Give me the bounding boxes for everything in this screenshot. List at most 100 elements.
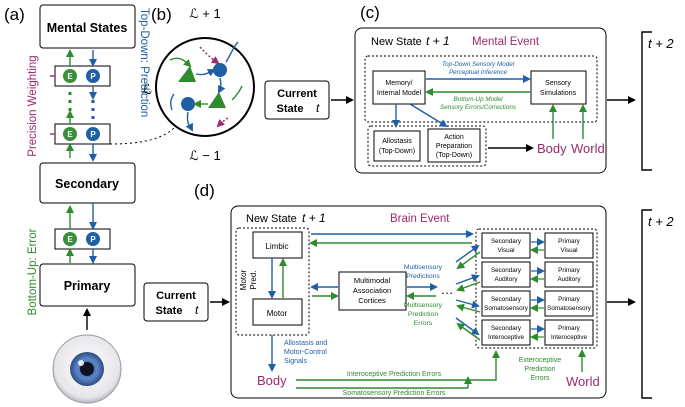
node-e-1 xyxy=(63,69,77,83)
c-topdown-label-1: Top-Down Sensory Model xyxy=(442,61,515,68)
sensory-label-2: Simulations xyxy=(540,90,577,97)
mm-label-1: Multimodal xyxy=(354,276,391,285)
primary-box-auditory xyxy=(544,261,594,288)
somato-err-label: Somatosensory Prediction Errors xyxy=(343,390,446,397)
d-new-state-t: t + 1 xyxy=(302,211,326,225)
primary-label: Primary xyxy=(558,325,581,332)
c-current-label-1: Current xyxy=(277,88,317,100)
action-label-2: Preparation xyxy=(436,143,472,150)
secondary-label: Secondary xyxy=(491,267,522,274)
memory-label-1: Memory/ xyxy=(385,80,412,87)
mental-states-box xyxy=(39,4,136,49)
motor-box xyxy=(252,298,303,326)
c-next-label: t + 2 xyxy=(648,36,674,51)
secondary-kind-label: Visual xyxy=(497,247,514,254)
intero-err-label: Interoceptive Prediction Errors xyxy=(347,371,442,378)
ms-err-label-1: Multisensory xyxy=(404,302,443,309)
primary-kind-label: Interoceptive xyxy=(551,334,588,341)
extero-label-3: Errors xyxy=(530,375,550,382)
primary-kind-label: Auditory xyxy=(557,276,581,283)
panel-d-label: (d) xyxy=(194,181,215,200)
memory-box xyxy=(372,70,426,105)
extero-label-1: Exteroceptive xyxy=(519,357,562,364)
secondary-label: Secondary xyxy=(491,296,522,303)
extero-label-2: Prediction xyxy=(524,366,555,373)
memory-label-2: Internal Model xyxy=(377,90,422,97)
d-current-label-2: State xyxy=(156,305,183,317)
primary-label: Primary xyxy=(558,296,581,303)
node-e-3-label: E xyxy=(67,235,73,244)
c-new-state-label: New State xyxy=(371,36,422,48)
allostasis-label-2: (Top-Down) xyxy=(379,148,415,155)
sensory-simulations-box xyxy=(530,70,587,105)
d-current-t: t xyxy=(195,303,199,317)
node-e-3 xyxy=(63,232,77,246)
mm-label-3: Cortices xyxy=(358,296,386,305)
top-down-label: Top-Down: Prediction xyxy=(138,8,150,117)
panel-b-label: (b) xyxy=(151,5,172,24)
secondary-box-visual xyxy=(481,232,531,259)
action-label-3: (Top-Down) xyxy=(436,152,472,159)
sensory-label-1: Sensory xyxy=(545,80,571,87)
c-lower-dotted xyxy=(367,125,487,167)
secondary-label: Secondary xyxy=(491,238,522,245)
eye-icon xyxy=(52,334,122,404)
primary-box-visual xyxy=(544,232,594,259)
node-e-2-label: E xyxy=(67,130,73,139)
layer-top-label: ℒ + 1 xyxy=(189,6,220,21)
ms-err-label-2: Prediction xyxy=(408,311,438,318)
ellipsis: … xyxy=(441,282,454,297)
panel-c-label: (c) xyxy=(360,3,380,22)
precision-weighting-label: Precision Weighting xyxy=(27,55,39,156)
sensory-grid-dotted xyxy=(475,228,598,349)
secondary-box xyxy=(39,162,136,204)
secondary-box-auditory xyxy=(481,261,531,288)
primary-box-interoceptive xyxy=(544,319,594,346)
motor-pred-label-2: Pred. xyxy=(249,270,258,289)
primary-label: Primary xyxy=(558,238,581,245)
c-current-label-2: State xyxy=(277,103,304,115)
c-current-state-box xyxy=(264,80,330,120)
c-new-state-t: t + 1 xyxy=(426,34,450,48)
c-inner-dotted xyxy=(364,55,598,123)
allo-label-3: Signals xyxy=(284,358,307,365)
c-body-label: Body xyxy=(537,141,567,156)
d-world-label: World xyxy=(566,374,600,389)
d-current-state-box xyxy=(143,282,209,322)
mental-states-label: Mental States xyxy=(47,21,128,35)
multimodal-box xyxy=(338,271,407,311)
primary-kind-label: Visual xyxy=(560,247,577,254)
allo-label-1: Allostasis and xyxy=(284,340,327,347)
motor-pred-label-1: Motor xyxy=(239,269,248,290)
d-current-label-1: Current xyxy=(156,290,196,302)
node-e-2 xyxy=(63,127,77,141)
secondary-label: Secondary xyxy=(55,177,119,191)
node-p-1-label: P xyxy=(90,72,96,81)
layer-circle xyxy=(155,37,255,137)
secondary-label: Secondary xyxy=(491,325,522,332)
primary-label: Primary xyxy=(64,279,111,293)
ms-err-label-3: Errors xyxy=(414,320,433,327)
bottom-up-label: Bottom-Up: Error xyxy=(27,228,39,315)
ms-pred-label-2: Predictions xyxy=(406,273,440,280)
d-body-label: Body xyxy=(257,373,287,388)
motor-label: Motor xyxy=(267,309,288,318)
node-p-2 xyxy=(86,127,100,141)
primary-box-somatosensory xyxy=(544,290,594,317)
c-world-label: World xyxy=(571,141,605,156)
allo-label-2: Motor-Control xyxy=(284,349,327,356)
primary-label: Primary xyxy=(558,267,581,274)
node-e-1-label: E xyxy=(67,72,73,81)
c-current-t: t xyxy=(316,101,320,115)
d-new-state-label: New State xyxy=(246,213,297,225)
limbic-label: Limbic xyxy=(265,242,288,251)
c-bottomup-label-2: Sensory Errors/Corrections xyxy=(440,104,517,111)
node-p-1 xyxy=(86,69,100,83)
c-event-label: Mental Event xyxy=(472,36,540,48)
motor-dotted xyxy=(235,227,310,336)
limbic-box xyxy=(252,231,303,259)
ms-pred-label-1: Multisensory xyxy=(404,264,443,271)
action-prep-box xyxy=(427,128,481,163)
node-p-3 xyxy=(86,232,100,246)
